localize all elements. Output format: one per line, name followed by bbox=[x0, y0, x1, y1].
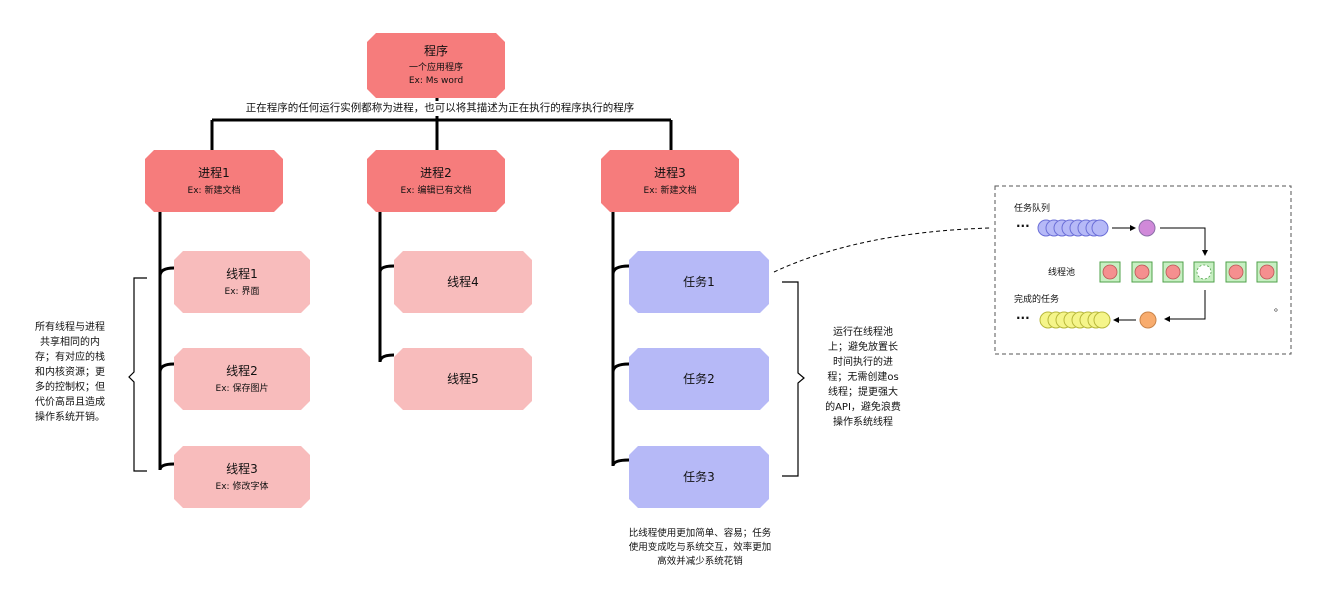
program-node[interactable]: 程序 一个应用程序 Ex: Ms word bbox=[367, 33, 505, 98]
pending-task-circle bbox=[1138, 219, 1156, 237]
note-line: 操作系统线程 bbox=[833, 417, 893, 428]
task-title: 任务2 bbox=[683, 372, 715, 386]
thread-example: Ex: 界面 bbox=[224, 286, 260, 297]
process2-tree bbox=[378, 212, 395, 363]
thread-example: Ex: 保存图片 bbox=[215, 383, 269, 394]
thread-node-1[interactable]: 线程1 Ex: 界面 bbox=[174, 251, 310, 313]
process-node-2[interactable]: 进程2 Ex: 编辑已有文档 bbox=[367, 150, 505, 212]
thread-title: 线程3 bbox=[226, 461, 258, 476]
done-task-circles bbox=[1039, 311, 1111, 329]
program-connector bbox=[210, 98, 673, 150]
process3-tree bbox=[611, 212, 630, 467]
process-title: 进程3 bbox=[654, 165, 686, 180]
thread-title: 线程4 bbox=[447, 275, 479, 289]
note-line: 上；避免放置长 bbox=[828, 342, 898, 353]
process-title: 进程2 bbox=[420, 165, 452, 180]
thread-pool-label: 线程池 bbox=[1048, 268, 1076, 278]
note-line: 高效并减少系统花销 bbox=[657, 556, 743, 567]
thread-node-5[interactable]: 线程5 bbox=[394, 348, 532, 410]
task-queue-label: 任务队列 bbox=[1014, 204, 1051, 214]
note-line: 线程；提更强大 bbox=[828, 387, 898, 398]
note-line: 操作系统开销。 bbox=[35, 412, 105, 423]
pool-in-arrow bbox=[1160, 227, 1206, 252]
note-line: 存；有对应的栈 bbox=[35, 352, 105, 363]
left-brace bbox=[128, 277, 147, 472]
program-example: Ex: Ms word bbox=[408, 76, 464, 86]
done-ellipsis: ··· bbox=[1016, 311, 1030, 325]
thread-title: 线程1 bbox=[226, 266, 258, 281]
process1-tree bbox=[158, 212, 175, 471]
program-caption: 正在程序的任何运行实例都称为进程，也可以将其描述为正在执行的程序执行的程序 bbox=[205, 101, 675, 116]
task-queue-circles bbox=[1037, 219, 1109, 237]
threadpool-panel-border bbox=[994, 185, 1292, 355]
note-line: 所有线程与进程 bbox=[35, 322, 105, 333]
threads-note: 所有线程与进程 共享相同的内 存；有对应的栈 和内核资源；更 多的控制权；但 代… bbox=[20, 320, 120, 425]
note-line: 多的控制权；但 bbox=[35, 382, 105, 393]
process-title: 进程1 bbox=[198, 165, 230, 180]
thread-pool-slots bbox=[1099, 261, 1278, 283]
note-line: 和内核资源；更 bbox=[35, 367, 105, 378]
task-pool-link bbox=[773, 227, 991, 273]
task-node-1[interactable]: 任务1 bbox=[629, 251, 769, 313]
task-title: 任务3 bbox=[683, 470, 715, 484]
process-example: Ex: 编辑已有文档 bbox=[400, 185, 472, 196]
process-example: Ex: 新建文档 bbox=[643, 185, 697, 196]
task-node-2[interactable]: 任务2 bbox=[629, 348, 769, 410]
task-node-3[interactable]: 任务3 bbox=[629, 446, 769, 508]
note-line: 使用变成吃与系统交互，效率更加 bbox=[628, 542, 772, 553]
program-desc: 一个应用程序 bbox=[408, 63, 463, 73]
right-brace bbox=[782, 281, 805, 477]
note-line: 比线程使用更加简单、容易；任务 bbox=[628, 528, 772, 539]
tasks-note: 运行在线程池 上；避免放置长 时间执行的进 程；无需创建os 线程；提更强大 的… bbox=[815, 325, 911, 430]
panel-dot: 。 bbox=[1274, 303, 1284, 314]
thread-node-3[interactable]: 线程3 Ex: 修改字体 bbox=[174, 446, 310, 508]
task-benefits-note: 比线程使用更加简单、容易；任务 使用变成吃与系统交互，效率更加 高效并减少系统花… bbox=[610, 527, 790, 569]
process-node-1[interactable]: 进程1 Ex: 新建文档 bbox=[145, 150, 283, 212]
note-line: 的API，避免浪费 bbox=[825, 402, 901, 413]
thread-title: 线程5 bbox=[447, 372, 479, 386]
process-example: Ex: 新建文档 bbox=[187, 185, 241, 196]
queue-ellipsis: ··· bbox=[1016, 219, 1030, 233]
thread-example: Ex: 修改字体 bbox=[215, 481, 269, 492]
thread-title: 线程2 bbox=[226, 363, 258, 378]
note-line: 代价高昂且造成 bbox=[35, 397, 105, 408]
note-line: 运行在线程池 bbox=[833, 327, 893, 338]
completed-tasks-label: 完成的任务 bbox=[1014, 295, 1060, 305]
pool-out-arrow bbox=[1168, 290, 1206, 320]
program-title: 程序 bbox=[423, 44, 448, 58]
thread-node-2[interactable]: 线程2 Ex: 保存图片 bbox=[174, 348, 310, 410]
process-node-3[interactable]: 进程3 Ex: 新建文档 bbox=[601, 150, 739, 212]
note-line: 共享相同的内 bbox=[40, 337, 100, 348]
thread-node-4[interactable]: 线程4 bbox=[394, 251, 532, 313]
note-line: 时间执行的进 bbox=[833, 357, 893, 368]
note-line: 程；无需创建os bbox=[827, 372, 899, 383]
task-title: 任务1 bbox=[683, 275, 715, 289]
completing-task-circle bbox=[1139, 311, 1157, 329]
